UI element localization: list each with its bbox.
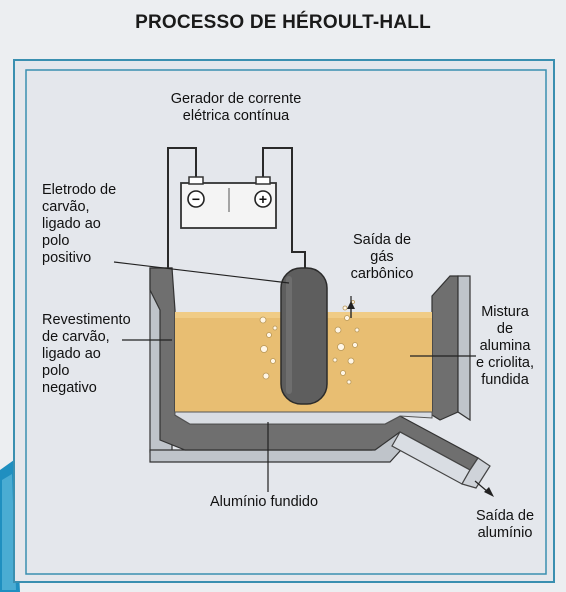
positive-wire: [262, 147, 306, 268]
battery: − +: [180, 176, 277, 229]
wires: [167, 147, 306, 315]
label-aluminum-outlet: Saída de alumínio: [475, 508, 535, 541]
carbon-anode: [280, 267, 328, 405]
negative-terminal-icon: [187, 190, 205, 208]
label-anode: Eletrodo de carvão, ligado ao polo posit…: [42, 182, 117, 266]
label-gas-outlet: Saída de gás carbônico: [350, 232, 414, 282]
outlet-arrow-icon: [484, 487, 494, 497]
positive-symbol: +: [259, 191, 267, 207]
label-melt: Mistura de alumina e criolita, fundida: [475, 304, 535, 388]
gas-bubbles: [259, 300, 360, 385]
label-generator: Gerador de corrente elétrica contínua: [170, 91, 302, 124]
negative-symbol: −: [192, 191, 200, 207]
label-molten-aluminum: Alumínio fundido: [210, 494, 319, 510]
negative-wire: [167, 147, 197, 315]
molten-aluminum-layer: [174, 411, 433, 425]
carbon-lining-right: [431, 275, 459, 421]
positive-terminal-icon: [254, 190, 272, 208]
label-cathode-lining: Revestimento de carvão, ligado ao polo n…: [42, 312, 131, 396]
gas-arrow-icon: [347, 301, 355, 309]
diagram-title: PROCESSO DE HÉROULT-HALL: [135, 12, 431, 33]
